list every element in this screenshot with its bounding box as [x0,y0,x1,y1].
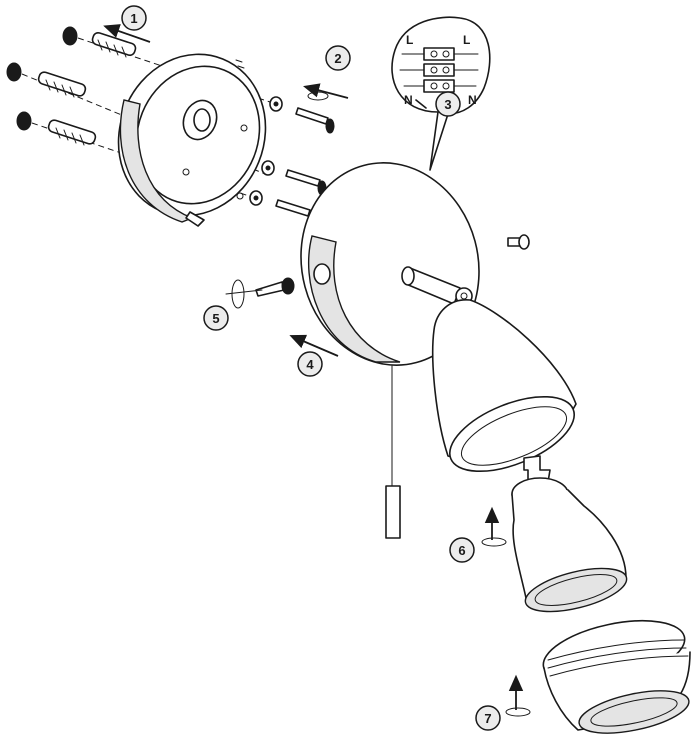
lamp-shade [432,299,577,473]
step-badge-6: 6 [449,537,475,563]
wall-plug-3 [47,119,97,146]
step-number: 4 [306,357,314,372]
step-badge-4: 4 [297,351,323,377]
retaining-ring [505,619,691,734]
rotate-icon [231,279,245,309]
step-number: 1 [130,11,137,26]
wall-hole-2 [6,62,22,82]
wall-hole-3 [16,111,32,131]
mounting-bracket [117,53,267,227]
step-number: 2 [334,51,341,66]
screw-1 [295,107,335,134]
wall-plug-1 [91,31,137,58]
fixing-screws [249,83,349,226]
rotate-icon [481,537,507,547]
step-badge-2: 2 [325,45,351,71]
wire-label-neutral-left: N [404,93,413,107]
gu10-bulb [481,455,628,613]
step-badge-3: 3 [435,91,461,117]
lamp-housing [289,162,480,539]
rotate-icon [307,91,329,101]
screw-2 [285,169,327,196]
wire-label-neutral-right: N [468,93,477,107]
grub-screw [507,234,530,250]
side-screw [225,277,295,309]
step-badge-7: 7 [475,705,501,731]
wire-label-live-right: L [463,33,470,47]
pull-cord-handle [385,485,401,539]
rotate-icon [505,707,531,717]
wall-hole-1 [62,26,78,46]
wall-plug-2 [37,71,87,98]
step-number: 5 [212,311,219,326]
step-badge-1: 1 [121,5,147,31]
step-badge-5: 5 [203,305,229,331]
step-number: 7 [484,711,491,726]
step-number: 6 [458,543,465,558]
set-screw-hole [313,263,331,285]
wire-label-live-left: L [406,33,413,47]
step-number: 3 [444,97,451,112]
